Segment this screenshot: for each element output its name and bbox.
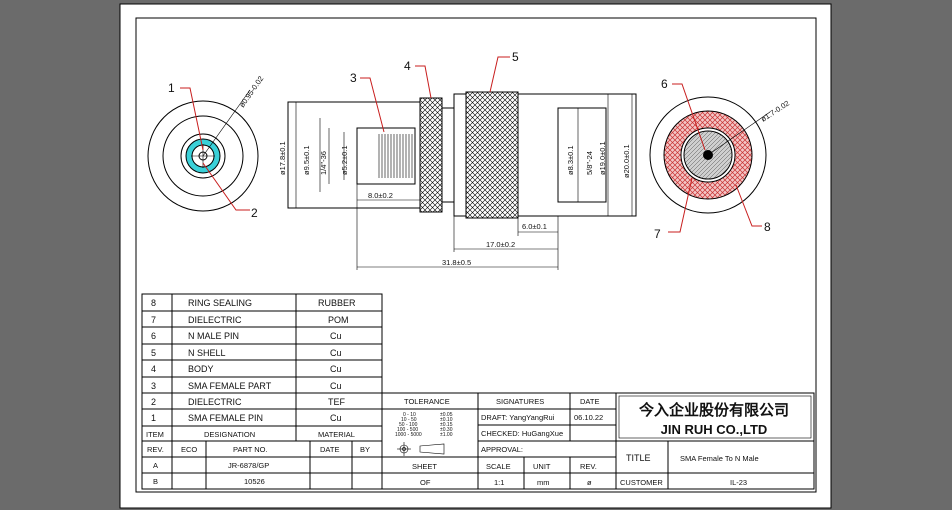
bom-material: TEF <box>328 397 346 407</box>
callout-4: 4 <box>404 59 411 73</box>
bom-designation: DIELECTRIC <box>188 315 242 325</box>
callout-8: 8 <box>764 220 771 234</box>
projection-symbol-icon <box>397 442 445 456</box>
callout-5: 5 <box>512 50 519 64</box>
unit-label: UNIT <box>533 462 551 471</box>
dim-31-8: 31.8±0.5 <box>442 258 471 267</box>
callout-7: 7 <box>654 227 661 241</box>
rev-value: ø <box>587 478 592 487</box>
bom-designation: SMA FEMALE PIN <box>188 413 263 423</box>
date-value: 06.10.22 <box>574 413 603 422</box>
bom-header-item: ITEM <box>146 430 164 439</box>
bom-item: 6 <box>151 331 156 341</box>
dim-17-0: 17.0±0.2 <box>486 240 515 249</box>
bom-item: 2 <box>151 397 156 407</box>
customer-value: IL-23 <box>730 478 747 487</box>
dim-thread-n: 5/8"-24 <box>585 151 594 175</box>
rev-label: REV. <box>580 462 597 471</box>
bom-header-material: MATERIAL <box>318 430 355 439</box>
scale-value: 1:1 <box>494 478 504 487</box>
rev-header: REV. <box>147 445 164 454</box>
dim-8-3: ø8.3±0.1 <box>566 145 575 175</box>
bom-item: 3 <box>151 381 156 391</box>
title-label: TITLE <box>626 453 651 463</box>
bom-designation: BODY <box>188 364 214 374</box>
eco-header: ECO <box>181 445 197 454</box>
callout-3: 3 <box>350 71 357 85</box>
drawing-sheet <box>119 3 832 509</box>
bom-material: Cu <box>330 381 342 391</box>
dim-5-2: ø5.2±0.1 <box>340 145 349 175</box>
bom-item: 8 <box>151 298 156 308</box>
bom-designation: RING SEALING <box>188 298 252 308</box>
part-no-header: PART NO. <box>233 445 268 454</box>
tol-range: 0 - 10 <box>403 412 416 418</box>
dim-8-0: 8.0±0.2 <box>368 191 393 200</box>
bom-material: POM <box>328 315 349 325</box>
tol-value: ±0.10 <box>440 417 453 423</box>
n-shell-knurl <box>465 91 519 219</box>
bom-designation: N SHELL <box>188 348 226 358</box>
draft-text: DRAFT: YangYangRui <box>481 413 555 422</box>
bom-designation: SMA FEMALE PART <box>188 381 272 391</box>
body-knurl <box>419 97 443 213</box>
part-a: JR-6878/GP <box>228 461 269 470</box>
signatures-label: SIGNATURES <box>496 397 544 406</box>
dim-9-5: ø9.5±0.1 <box>302 145 311 175</box>
dim-20-0: ø20.0±0.1 <box>622 144 631 178</box>
callout-6: 6 <box>661 77 668 91</box>
dim-6-0: 6.0±0.1 <box>522 222 547 231</box>
checked-text: CHECKED: HuGangXue <box>481 429 563 438</box>
bom-item: 7 <box>151 315 156 325</box>
scale-label: SCALE <box>486 462 511 471</box>
rev-a: A <box>153 461 158 470</box>
tol-value: ±0.05 <box>440 412 453 418</box>
tolerance-label: TOLERANCE <box>404 397 450 406</box>
customer-label: CUSTOMER <box>620 478 663 487</box>
sma-thread <box>378 134 413 178</box>
tol-range: 50 - 100 <box>399 422 418 428</box>
date-header: DATE <box>320 445 339 454</box>
tol-range: 100 - 500 <box>397 427 418 433</box>
tol-value: ±0.30 <box>440 427 453 433</box>
company-name-cn: 今入企业股份有限公司 <box>638 401 789 419</box>
bom-item: 1 <box>151 413 156 423</box>
company-name-en: JIN RUH CO.,LTD <box>661 422 768 437</box>
bom-material: Cu <box>330 413 342 423</box>
tol-value: ±1.00 <box>440 432 453 438</box>
by-header: BY <box>360 445 370 454</box>
sheet-label: SHEET <box>412 462 437 471</box>
bom-material: Cu <box>330 348 342 358</box>
sheet-value: OF <box>420 478 431 487</box>
bom-material: Cu <box>330 331 342 341</box>
rev-b: B <box>153 477 158 486</box>
callout-1: 1 <box>168 81 175 95</box>
tol-value: ±0.15 <box>440 422 453 428</box>
bom-designation: N MALE PIN <box>188 331 239 341</box>
drawing-border <box>135 17 817 493</box>
bom-designation: DIELECTRIC <box>188 397 242 407</box>
approval-text: APPROVAL: <box>481 445 523 454</box>
tol-range: 10 - 50 <box>401 417 417 423</box>
bom-material: Cu <box>330 364 342 374</box>
dim-19-0: ø19.0±0.1 <box>598 141 607 175</box>
unit-value: mm <box>537 478 550 487</box>
bom-header-designation: DESIGNATION <box>204 430 255 439</box>
bom-item: 5 <box>151 348 156 358</box>
title-block: REV. ECO PART NO. DATE BY A JR-6878/GP B… <box>141 392 815 490</box>
n-male-face-view: ø1.7-0.02 6 7 8 <box>649 77 791 241</box>
part-b: 10526 <box>244 477 265 486</box>
connector-side-view: ø17.8±0.1 ø9.5±0.1 1/4"-36 ø5.2±0.1 8.0±… <box>278 50 637 270</box>
dim-thread-sma: 1/4"-36 <box>319 151 328 175</box>
date-label: DATE <box>580 397 599 406</box>
bom-table: 8 RING SEALING RUBBER 7 DIELECTRIC POM 6… <box>141 293 383 442</box>
callout-2: 2 <box>251 206 258 220</box>
bom-material: RUBBER <box>318 298 356 308</box>
bom-item: 4 <box>151 364 156 374</box>
title-value: SMA Female To N Male <box>680 454 759 463</box>
tol-range: 1000 - 5000 <box>395 432 422 438</box>
dim-17-8: ø17.8±0.1 <box>278 141 287 175</box>
